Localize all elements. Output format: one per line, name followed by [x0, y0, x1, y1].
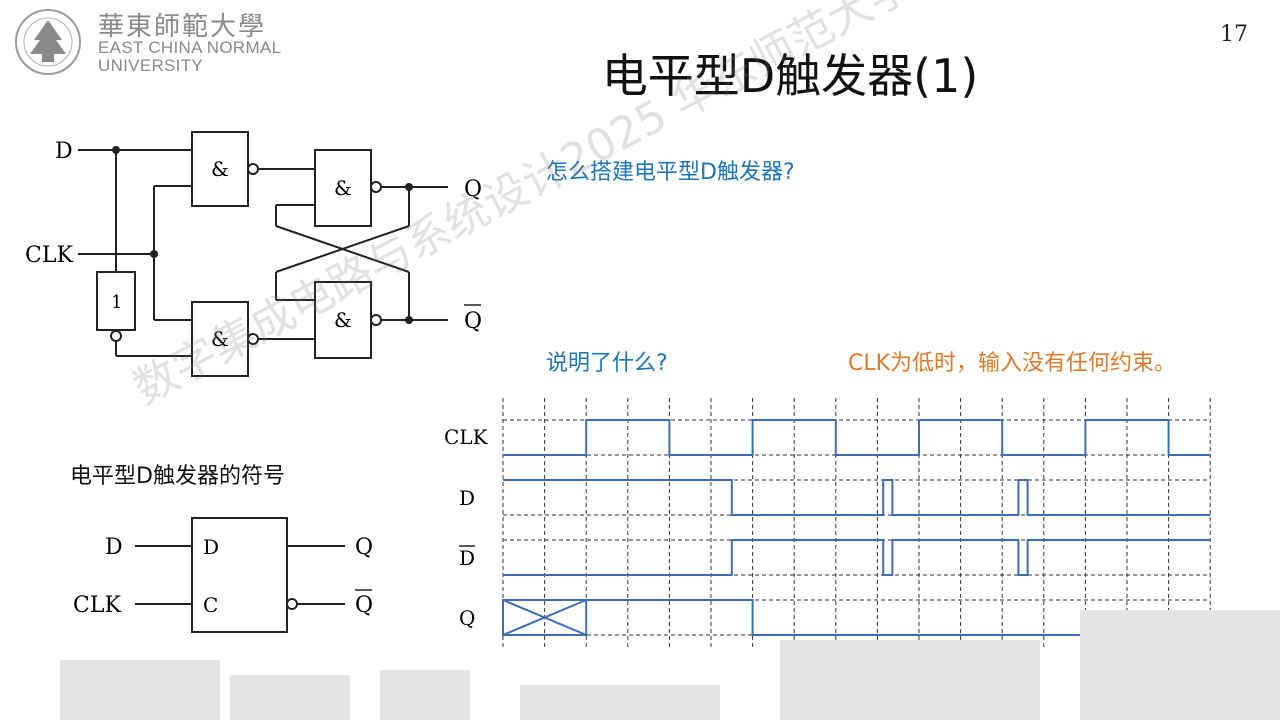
question-what-it-shows: 说明了什么?	[546, 351, 668, 376]
timing-diagram: CLK D D Q	[444, 398, 1211, 650]
timing-label-clk: CLK	[444, 425, 489, 449]
symbol-in-d: D	[105, 535, 123, 560]
timing-label-dbar: D	[459, 546, 475, 570]
timing-wave-d	[503, 479, 1211, 516]
timing-label-d: D	[459, 486, 475, 510]
symbol-out-q: Q	[355, 535, 373, 560]
symbol-pin-c: C	[203, 593, 218, 617]
timing-wave-q	[586, 599, 1211, 636]
circuit-label-clk: CLK	[25, 243, 73, 268]
answer-note: CLK为低时，输入没有任何约束。	[848, 351, 1177, 376]
flipflop-symbol: D CLK D C Q Q	[73, 517, 373, 633]
circuit-label-q: Q	[464, 177, 482, 202]
circuit-label-d: D	[55, 139, 73, 164]
timing-wave-dbar	[503, 539, 1211, 576]
gate2-symbol: &	[211, 327, 229, 351]
not-gate-symbol: 1	[111, 292, 122, 313]
symbol-pin-d: D	[203, 535, 219, 559]
circuit-label-qbar: Q	[464, 309, 482, 334]
campus-skyline-decoration	[60, 610, 1280, 720]
logo-english-line1: EAST CHINA NORMAL	[98, 38, 282, 57]
page-title: 电平型D触发器(1)	[601, 49, 979, 103]
symbol-out-qbar: Q	[355, 593, 373, 618]
gate-circuit-diagram: D CLK Q Q & & & & 1	[25, 131, 482, 377]
logo-english-line2: UNIVERSITY	[98, 56, 204, 75]
question-how-to-build: 怎么搭建电平型D触发器?	[546, 160, 795, 185]
university-logo	[15, 9, 81, 75]
symbol-in-clk: CLK	[73, 593, 121, 618]
gate4-symbol: &	[334, 308, 352, 332]
timing-wave-q-unknown	[502, 599, 588, 636]
logo-chinese-name: 華東師範大學	[98, 12, 267, 42]
timing-label-q: Q	[459, 606, 475, 630]
gate1-symbol: &	[211, 157, 229, 181]
symbol-caption: 电平型D触发器的符号	[70, 464, 285, 489]
gate3-symbol: &	[334, 176, 352, 200]
page-number: 17	[1220, 22, 1248, 47]
timing-wave-clk	[503, 419, 1211, 456]
